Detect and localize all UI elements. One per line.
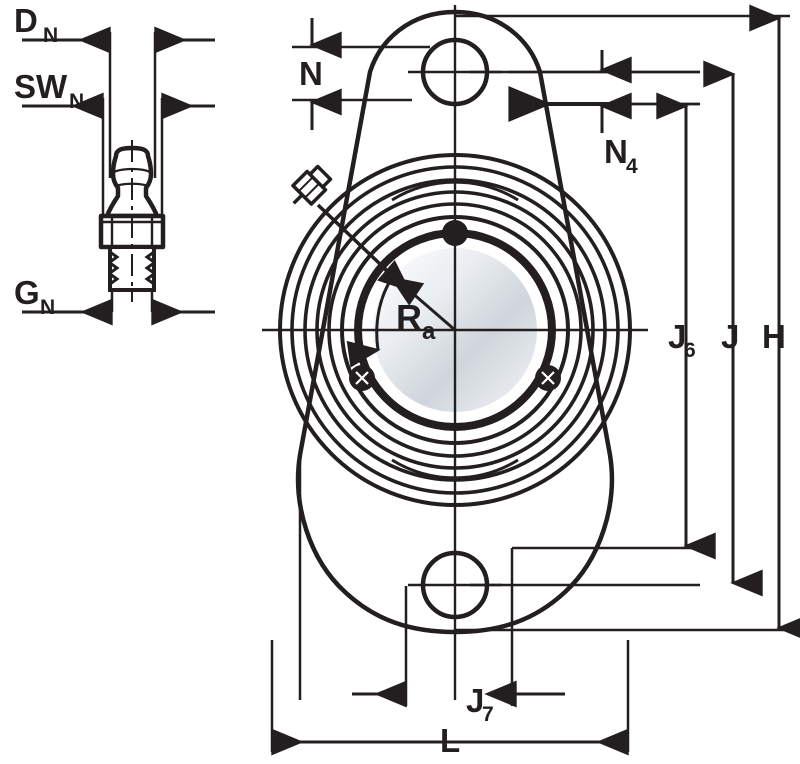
label-J7-sub: 7	[482, 703, 494, 726]
label-DN-base: D	[14, 2, 38, 39]
label-J7: J 7	[466, 682, 494, 726]
grease-nipple-body	[98, 145, 166, 292]
label-N4-base: N	[604, 133, 628, 170]
label-GN-base: G	[14, 274, 40, 311]
label-L: L	[440, 722, 460, 759]
dimension-J7	[352, 548, 565, 708]
label-Ra-base: R	[396, 297, 422, 338]
label-J-base: J	[721, 318, 739, 355]
label-Ra-sub: a	[422, 318, 436, 345]
label-J7-base: J	[466, 682, 484, 719]
label-GN-sub: N	[40, 296, 55, 319]
label-J6-base: J	[668, 318, 686, 355]
label-SWN-base: SW	[14, 68, 68, 105]
flange-front-view	[262, 4, 800, 756]
label-H-base: H	[762, 318, 786, 355]
label-H: H	[762, 318, 786, 355]
label-N4-sub: 4	[626, 155, 638, 178]
label-L-base: L	[440, 722, 460, 759]
label-N: N	[299, 55, 323, 92]
label-J6: J 6	[668, 318, 696, 362]
grease-nipple-detail-view	[22, 26, 215, 326]
label-SWN-sub: N	[69, 90, 84, 113]
label-N-base: N	[299, 55, 323, 92]
label-GN: G N	[14, 274, 55, 319]
grease-nipple	[291, 164, 402, 285]
label-SWN: SW N	[14, 68, 84, 113]
label-DN-sub: N	[43, 24, 58, 47]
label-Ra: R a	[396, 297, 436, 345]
dimension-L	[270, 640, 630, 756]
label-J: J	[721, 318, 739, 355]
label-DN: D N	[14, 2, 58, 47]
dimension-N	[292, 18, 430, 130]
label-N4: N 4	[604, 133, 638, 178]
set-screws	[349, 220, 561, 391]
label-J6-sub: 6	[684, 339, 696, 362]
